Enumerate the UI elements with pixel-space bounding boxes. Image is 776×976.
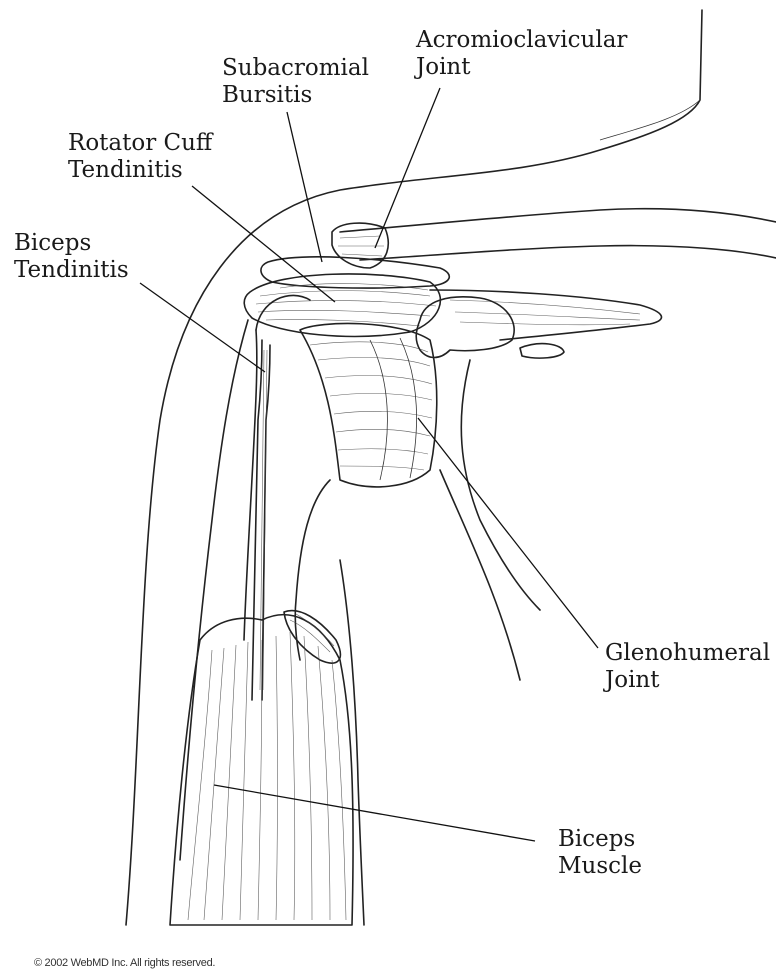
label-biceps-tendinitis-line1: Biceps	[14, 230, 129, 257]
label-acromioclavicular: Acromioclavicular Joint	[416, 27, 627, 81]
label-acromioclavicular-line2: Joint	[416, 54, 627, 81]
copyright-notice: © 2002 WebMD Inc. All rights reserved.	[34, 957, 215, 969]
scapula-edge	[461, 360, 540, 610]
label-glenohumeral-line1: Glenohumeral	[605, 640, 770, 667]
deltoid-line	[440, 470, 520, 680]
clavicle-lower	[360, 246, 776, 260]
label-subacromial-bursitis: Subacromial Bursitis	[222, 55, 369, 109]
label-glenohumeral-line2: Joint	[605, 667, 770, 694]
coracoid	[416, 297, 514, 358]
label-biceps-tendinitis: Biceps Tendinitis	[14, 230, 129, 284]
upper-arm-contour	[180, 320, 248, 860]
label-rotator-cuff-line2: Tendinitis	[68, 157, 212, 184]
label-biceps-muscle-line2: Muscle	[558, 853, 642, 880]
humerus-medial	[295, 480, 330, 660]
label-biceps-tendinitis-line2: Tendinitis	[14, 257, 129, 284]
label-subacromial-line1: Subacromial	[222, 55, 369, 82]
leader-subacromial	[287, 112, 322, 262]
leader-biceps-muscle	[214, 785, 535, 841]
humerus-head	[256, 295, 310, 330]
clavicle-upper	[340, 209, 776, 232]
leader-glenohumeral	[418, 418, 598, 648]
label-rotator-cuff-line1: Rotator Cuff	[68, 130, 212, 157]
label-rotator-cuff-tendinitis: Rotator Cuff Tendinitis	[68, 130, 212, 184]
shoulder-outline	[126, 10, 702, 925]
label-subacromial-line2: Bursitis	[222, 82, 369, 109]
label-acromioclavicular-line1: Acromioclavicular	[416, 27, 627, 54]
label-biceps-muscle-line1: Biceps	[558, 826, 642, 853]
label-glenohumeral-joint: Glenohumeral Joint	[605, 640, 770, 694]
label-biceps-muscle: Biceps Muscle	[558, 826, 642, 880]
